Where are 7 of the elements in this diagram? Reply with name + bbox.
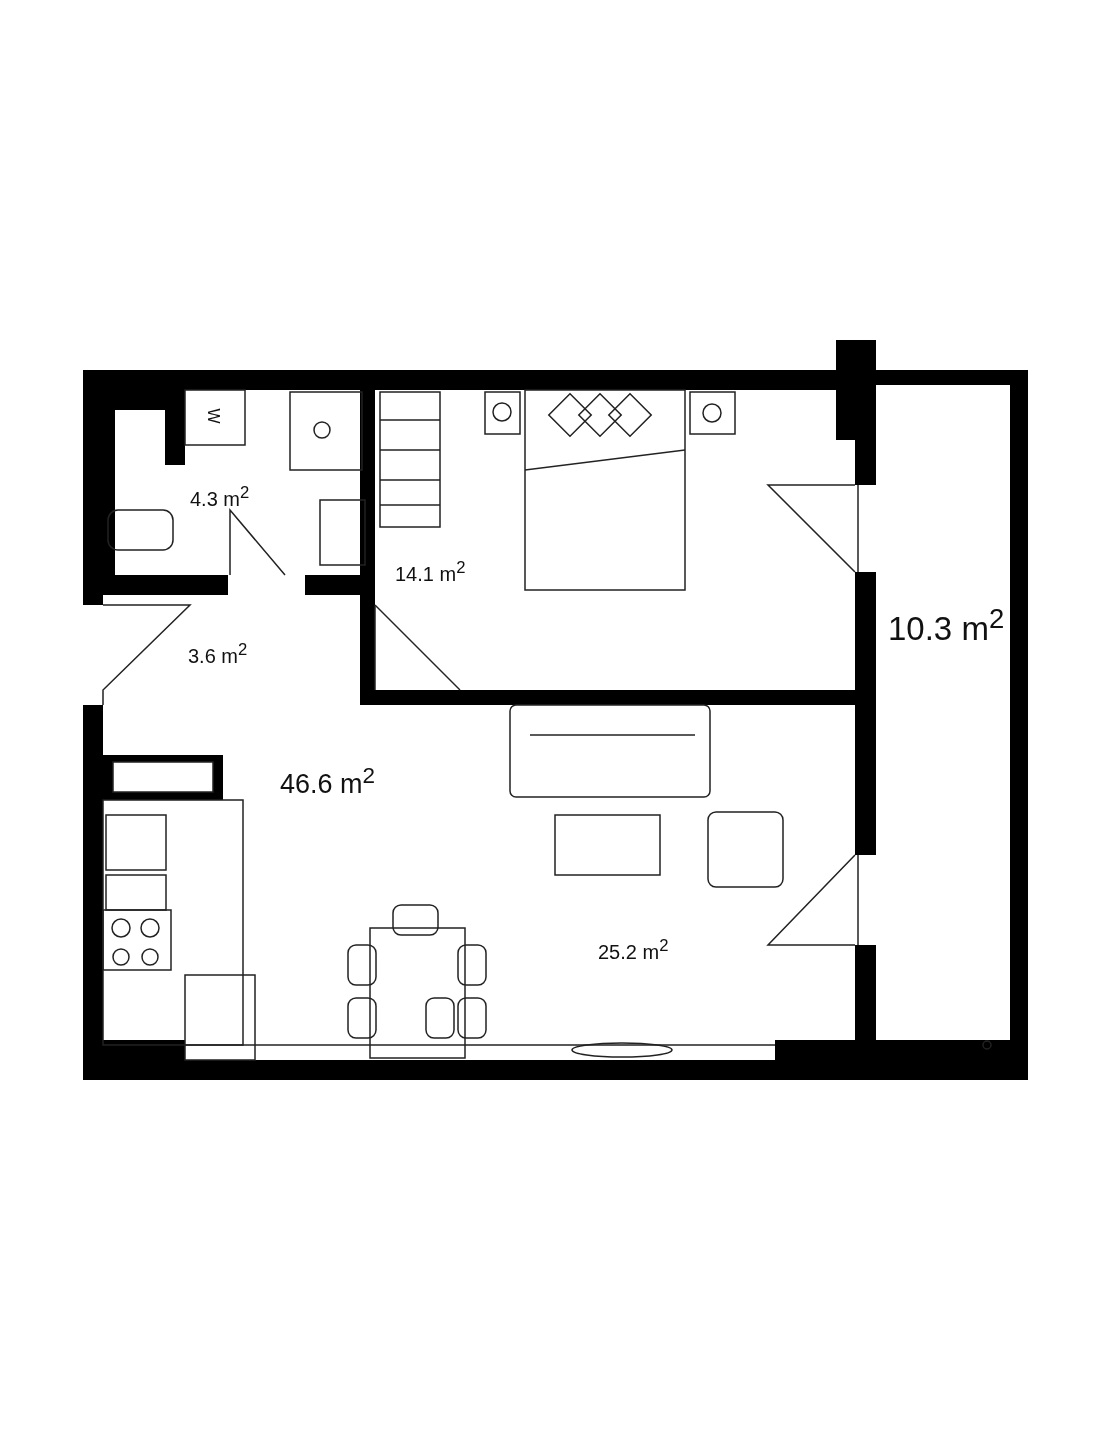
room-area-label: 25.2 m$^{2}$	[598, 938, 669, 962]
appliance-label: W	[204, 408, 221, 424]
room-area-label: 46.6 m$^{2}$	[280, 765, 376, 798]
room-area-label: 10.3 m$^{2}$	[888, 605, 1005, 645]
room-area-label: 3.6 m$^{2}$	[188, 642, 248, 666]
room-area-label: 14.1 m$^{2}$	[395, 560, 466, 584]
room-area-label: 4.3 m$^{2}$	[190, 485, 250, 509]
